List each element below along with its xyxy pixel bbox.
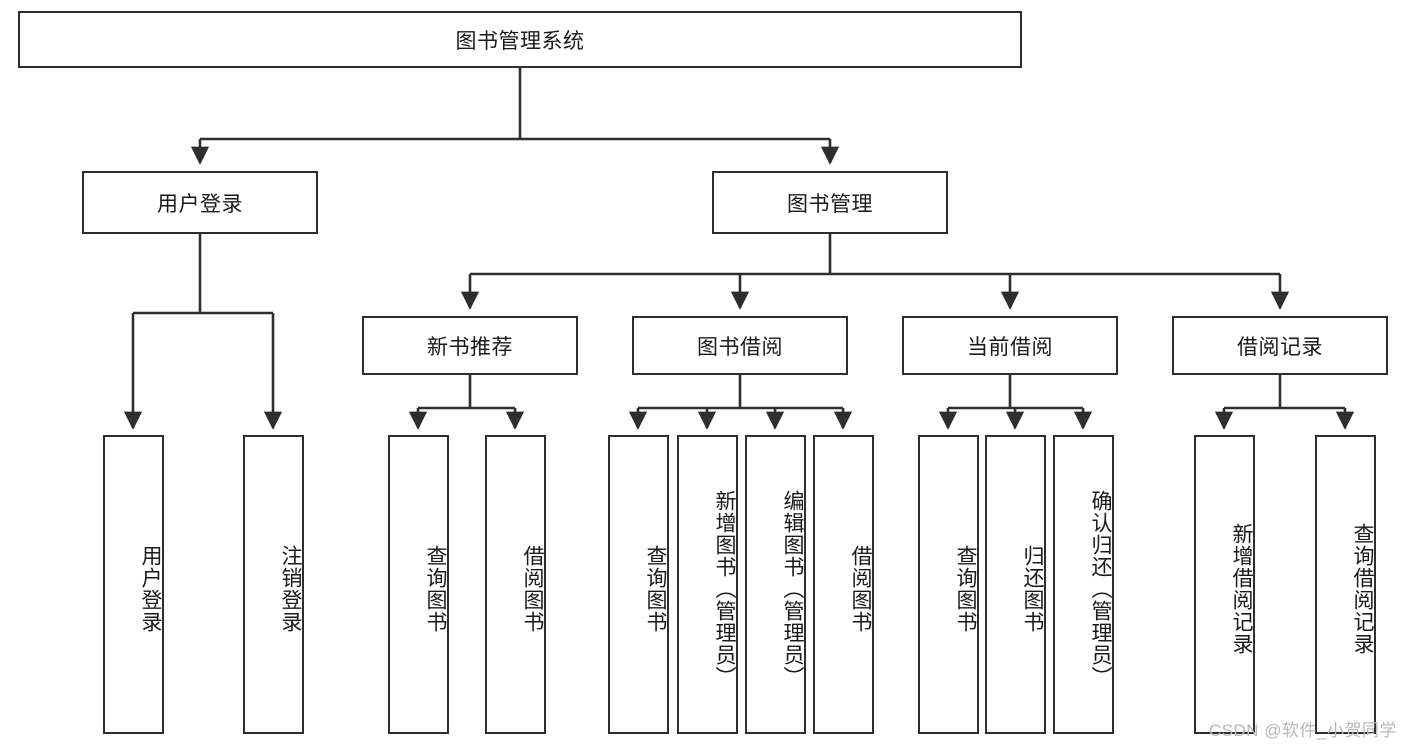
node-leaf-query-book-bor[interactable]: 查询图书	[608, 435, 669, 734]
node-leaf-borrow-book-rec[interactable]: 借阅图书	[485, 435, 546, 734]
node-leaf-user-login[interactable]: 用户登录	[103, 435, 164, 734]
node-leaf-add-record[interactable]: 新增借阅记录	[1194, 435, 1255, 734]
node-leaf-query-book-bor-label: 查询图书	[644, 544, 667, 633]
node-leaf-query-book-cur[interactable]: 查询图书	[918, 435, 979, 734]
node-root-label: 图书管理系统	[455, 29, 585, 53]
node-leaf-query-record[interactable]: 查询借阅记录	[1315, 435, 1376, 734]
node-leaf-query-book-rec[interactable]: 查询图书	[388, 435, 449, 734]
node-user-login-label: 用户登录	[157, 192, 243, 216]
node-leaf-borrow-book-rec-label: 借阅图书	[521, 544, 544, 633]
node-leaf-add-record-label: 新增借阅记录	[1230, 522, 1253, 655]
node-new-book-rec[interactable]: 新书推荐	[362, 316, 578, 375]
node-current-borrow[interactable]: 当前借阅	[902, 316, 1118, 375]
node-borrow-record-label: 借阅记录	[1237, 335, 1323, 359]
node-leaf-borrow-book-label: 借阅图书	[849, 544, 872, 633]
node-leaf-edit-book[interactable]: 编辑图书（管理员）	[745, 435, 806, 734]
node-root[interactable]: 图书管理系统	[18, 11, 1022, 68]
node-leaf-query-book-rec-label: 查询图书	[424, 544, 447, 633]
node-leaf-query-book-cur-label: 查询图书	[954, 544, 977, 633]
node-leaf-return-book[interactable]: 归还图书	[985, 435, 1046, 734]
node-leaf-query-record-label: 查询借阅记录	[1351, 522, 1374, 655]
watermark-text: CSDN @软件_小贺同学	[1208, 721, 1397, 740]
node-book-admin-label: 图书管理	[787, 192, 873, 216]
node-leaf-logout-label: 注销登录	[279, 544, 302, 633]
node-leaf-user-login-label: 用户登录	[139, 544, 162, 633]
node-leaf-confirm-return[interactable]: 确认归还（管理员）	[1053, 435, 1114, 734]
node-new-book-rec-label: 新书推荐	[427, 335, 513, 359]
node-current-borrow-label: 当前借阅	[967, 335, 1053, 359]
node-leaf-add-book[interactable]: 新增图书（管理员）	[677, 435, 738, 734]
node-leaf-logout[interactable]: 注销登录	[243, 435, 304, 734]
node-book-borrow[interactable]: 图书借阅	[632, 316, 848, 375]
node-borrow-record[interactable]: 借阅记录	[1172, 316, 1388, 375]
node-book-admin[interactable]: 图书管理	[712, 171, 948, 234]
node-leaf-add-book-label: 新增图书（管理员）	[713, 489, 736, 688]
node-leaf-confirm-return-label: 确认归还（管理员）	[1089, 489, 1112, 688]
node-book-borrow-label: 图书借阅	[697, 335, 783, 359]
node-leaf-borrow-book[interactable]: 借阅图书	[813, 435, 874, 734]
node-leaf-edit-book-label: 编辑图书（管理员）	[781, 489, 804, 688]
node-leaf-return-book-label: 归还图书	[1021, 544, 1044, 633]
node-user-login[interactable]: 用户登录	[82, 171, 318, 234]
